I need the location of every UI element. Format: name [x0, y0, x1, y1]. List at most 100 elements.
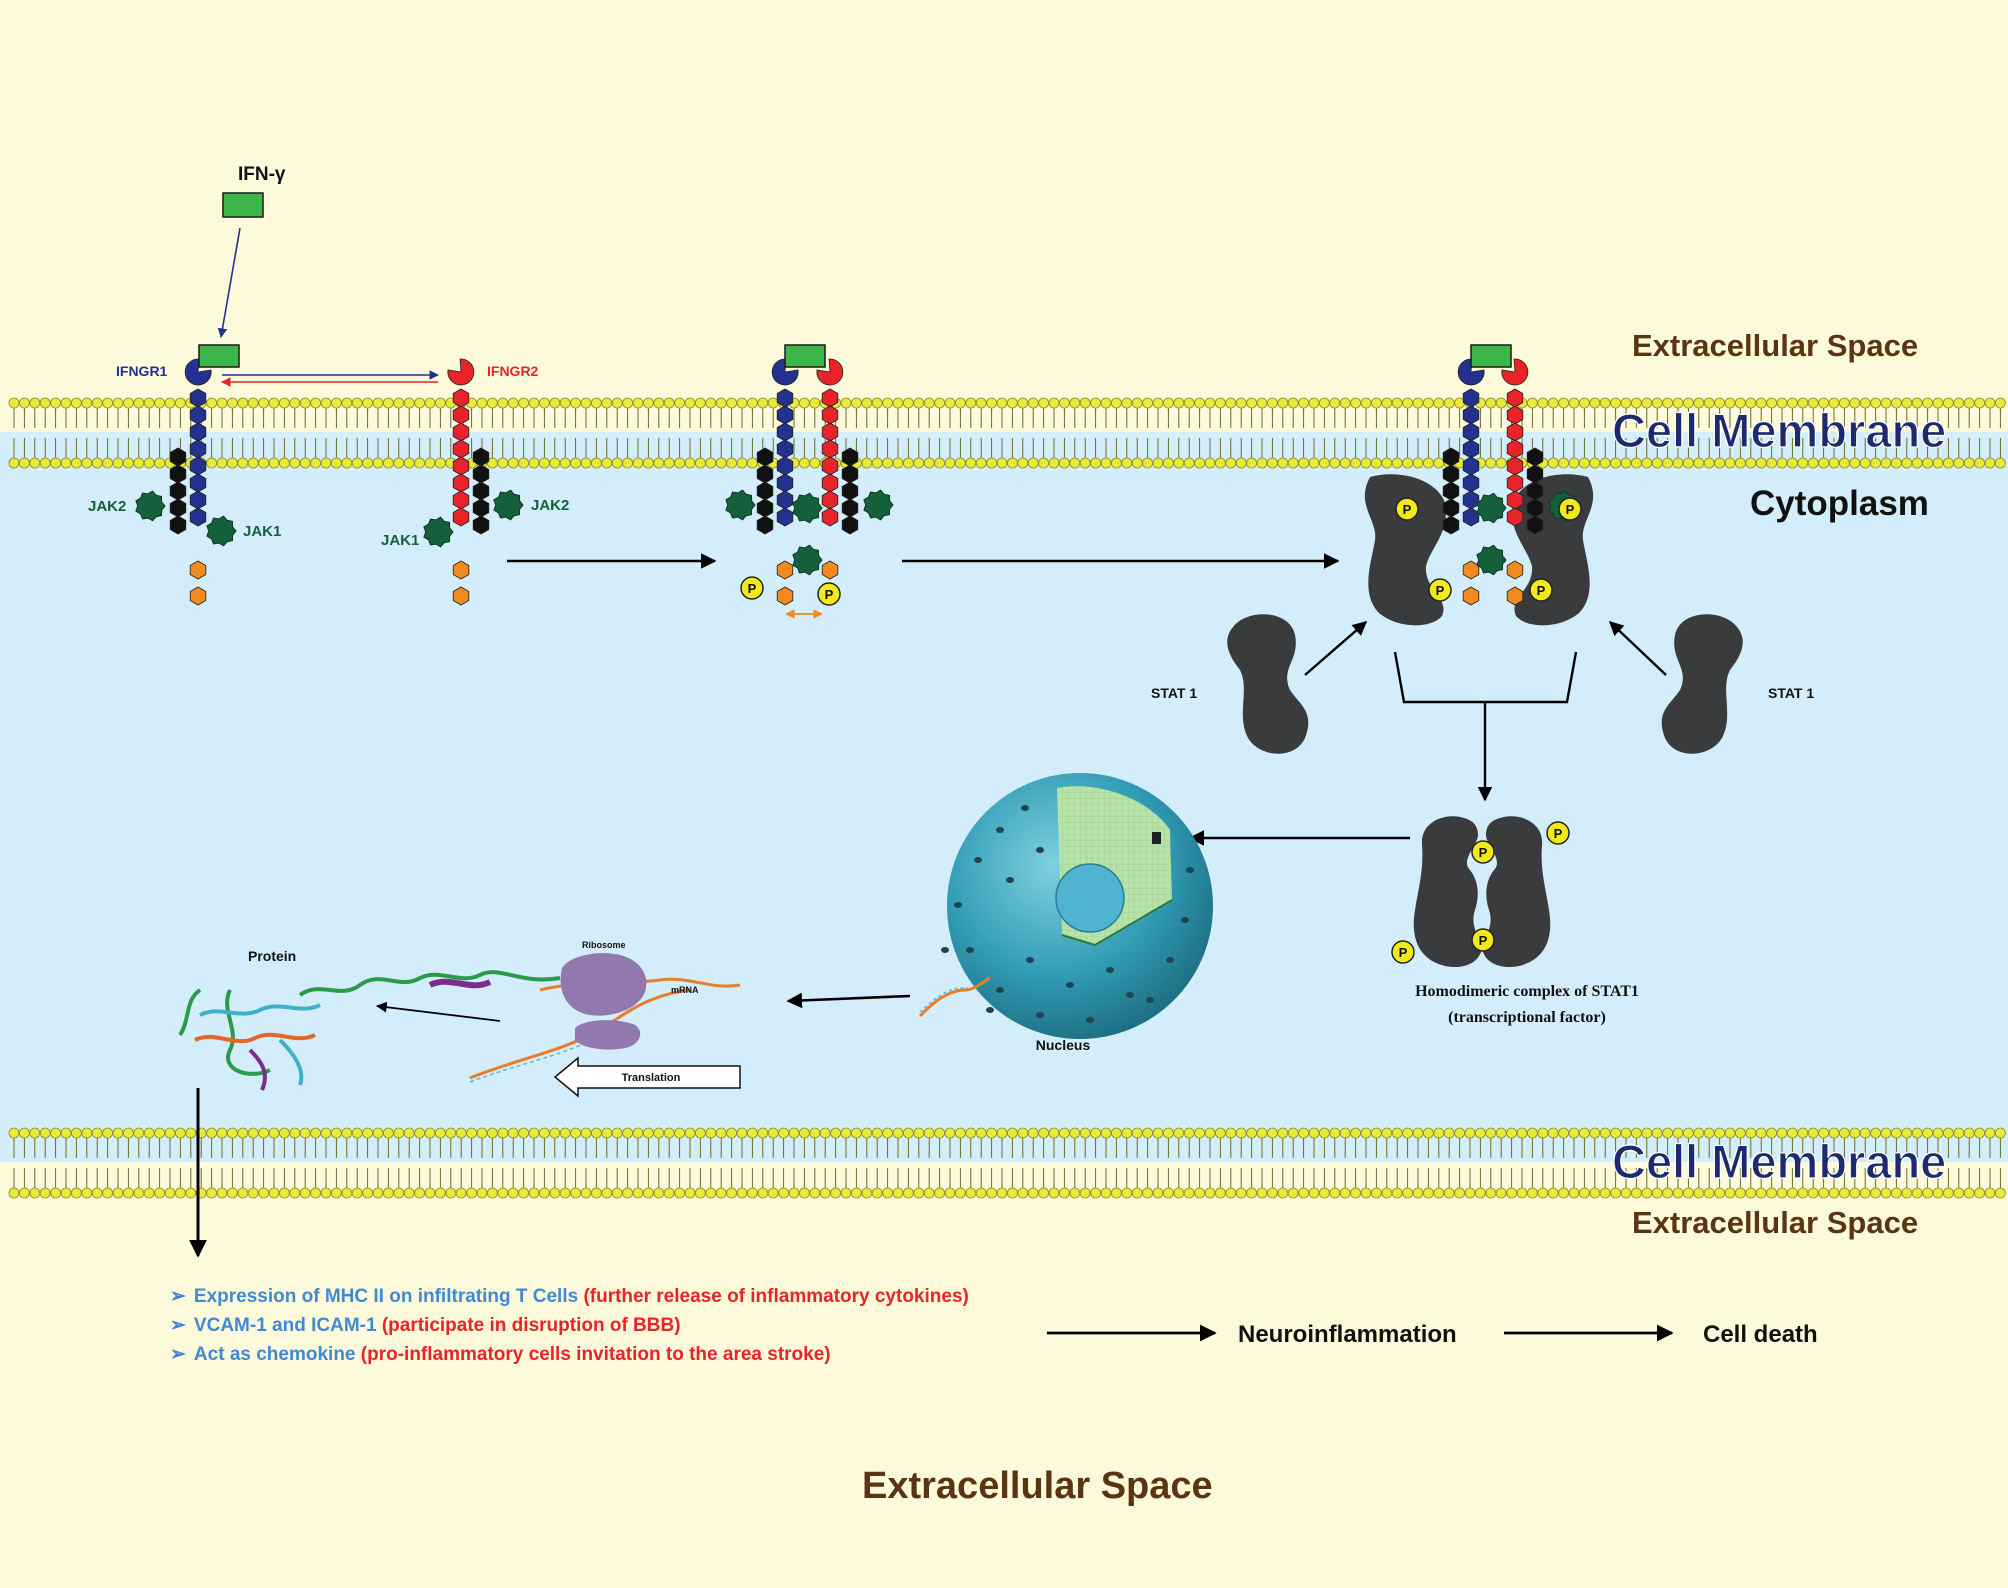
lipid-head: [1787, 457, 1798, 469]
lipid-head: [112, 457, 124, 469]
lipid-head: [154, 457, 166, 469]
lipid-head: [1350, 397, 1361, 409]
lipid-head: [1839, 1187, 1850, 1199]
extracellular-label-bottom: Extracellular Space: [1632, 1205, 1918, 1240]
lipid-head: [8, 397, 20, 409]
receptor-domain: [1526, 464, 1544, 484]
lipid-head: [29, 1127, 41, 1139]
lipid-head: [903, 1187, 914, 1199]
lipid-head: [695, 397, 706, 409]
lipid-head: [653, 457, 665, 469]
lipid-head: [1163, 397, 1174, 409]
lipid-head: [1069, 397, 1081, 409]
lipid-head: [299, 1187, 311, 1199]
receptor-domain: [776, 439, 794, 459]
nuclear-pore: [954, 902, 962, 908]
phosphate-group: [1471, 928, 1495, 952]
lipid-head: [497, 397, 509, 409]
lipid-head: [1277, 457, 1289, 469]
ligand-bound: [198, 344, 240, 368]
lipid-head: [1516, 1127, 1528, 1139]
lipid-head: [445, 1187, 457, 1199]
lipid-head: [362, 1127, 374, 1139]
lipid-head: [1828, 457, 1840, 469]
lipid-head: [1495, 397, 1507, 409]
lipid-head: [903, 1127, 914, 1139]
lipid-head: [1755, 1187, 1767, 1199]
lipid-head: [1027, 397, 1039, 409]
lipid-head: [1319, 397, 1330, 409]
receptor-domain: [472, 464, 490, 484]
lipid-head: [580, 1127, 592, 1139]
lipid-head: [133, 457, 145, 469]
lipid-head: [580, 457, 592, 469]
lipid-head: [1995, 397, 2006, 409]
lipid-head: [29, 397, 41, 409]
lipid-head: [133, 1187, 145, 1199]
lipid-head: [559, 1187, 571, 1199]
lipid-head: [403, 1127, 415, 1139]
lipid-head: [1090, 1127, 1101, 1139]
lipid-head: [643, 1127, 654, 1139]
receptor-domain: [841, 498, 859, 518]
lipid-head: [60, 1127, 72, 1139]
lipid-head: [1287, 397, 1299, 409]
phosphate-label: P: [1537, 583, 1546, 598]
lipid-head: [955, 1127, 966, 1139]
lipid-head: [434, 1127, 446, 1139]
lipid-head: [206, 397, 218, 409]
lipid-head: [154, 1187, 166, 1199]
lipid-head: [965, 457, 977, 469]
lipid-head: [1131, 1127, 1143, 1139]
lipid-head: [549, 1187, 561, 1199]
lipid-head: [705, 397, 717, 409]
lipid-head: [1703, 1187, 1715, 1199]
receptor-domain: [169, 481, 187, 501]
lipid-head: [871, 457, 883, 469]
lipid-head: [747, 457, 758, 469]
lipid-head: [1339, 397, 1351, 409]
lipid-head: [944, 1187, 956, 1199]
lipid-head: [29, 1187, 41, 1199]
lipid-head: [1412, 397, 1424, 409]
receptor-domain: [756, 498, 774, 518]
receptor-domain: [452, 422, 470, 442]
ribosome-small-subunit: [575, 1020, 641, 1050]
lipid-head: [185, 1127, 197, 1139]
lipid-head: [1173, 1127, 1185, 1139]
lipid-head: [1745, 1187, 1757, 1199]
lipid-head: [434, 457, 446, 469]
lipid-head: [122, 1187, 134, 1199]
lipid-head: [955, 457, 966, 469]
lipid-head: [1485, 1127, 1497, 1139]
lipid-head: [1391, 457, 1403, 469]
lipid-head: [611, 397, 623, 409]
lipid-head: [1683, 457, 1694, 469]
lipid-head: [60, 1187, 72, 1199]
receptor-domain: [776, 422, 794, 442]
lipid-head: [736, 1187, 748, 1199]
lipid-head: [663, 1127, 675, 1139]
lipid-head: [1142, 1127, 1153, 1139]
lipid-head: [258, 397, 270, 409]
lipid-head: [414, 1187, 426, 1199]
lipid-head: [778, 1187, 789, 1199]
lipid-head: [1755, 397, 1767, 409]
lipid-head: [102, 1187, 113, 1199]
lipid-head: [663, 457, 675, 469]
receptor-domain: [452, 586, 470, 606]
lipid-head: [91, 1187, 103, 1199]
lipid-head: [1329, 397, 1341, 409]
lipid-head: [643, 1187, 654, 1199]
nuclear-pore: [941, 947, 949, 953]
lipid-head: [1672, 397, 1684, 409]
lipid-head: [1423, 397, 1434, 409]
lipid-head: [580, 1187, 592, 1199]
phosphate-label: P: [825, 587, 834, 602]
receptor-domain: [189, 560, 207, 580]
lipid-head: [341, 457, 353, 469]
lipid-head: [1402, 1127, 1413, 1139]
lipid-head: [1558, 397, 1569, 409]
nuclear-pore: [1066, 982, 1074, 988]
lipid-head: [1610, 457, 1621, 469]
